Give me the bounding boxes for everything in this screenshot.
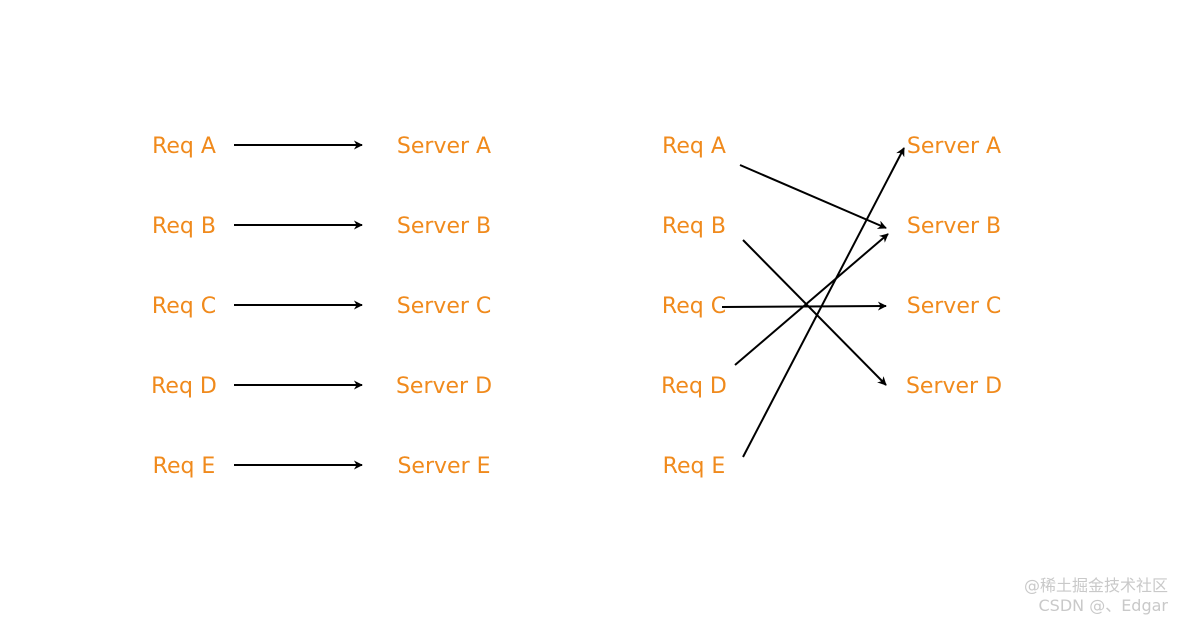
right-req-e-label: Req E: [663, 454, 726, 479]
right-arrow-req-e-to-server-a: [742, 147, 905, 458]
left-servers: Server A Server B Server C Server D Serv…: [396, 134, 492, 479]
watermark-juejin: @稀土掘金技术社区: [1023, 576, 1168, 595]
left-server-a-label: Server A: [397, 134, 491, 159]
watermark: @稀土掘金技术社区 CSDN @、Edgar: [1024, 576, 1168, 616]
left-req-a-label: Req A: [152, 134, 216, 159]
right-arrow-req-d-to-server-b: [734, 233, 889, 366]
left-server-d-label: Server D: [396, 374, 492, 399]
left-server-b-label: Server B: [397, 214, 491, 239]
right-req-b-label: Req B: [662, 214, 726, 239]
right-server-a-label: Server A: [907, 134, 1001, 159]
right-requests: Req A Req B Req C Req D Req E: [661, 134, 727, 479]
watermark-csdn: CSDN @、Edgar: [1038, 596, 1168, 615]
right-server-b-label: Server B: [907, 214, 1001, 239]
left-requests: Req A Req B Req C Req D Req E: [151, 134, 217, 479]
right-arrows: [721, 147, 905, 458]
right-arrow-req-b-to-server-d: [742, 239, 887, 386]
right-server-c-label: Server C: [907, 294, 1002, 319]
left-server-c-label: Server C: [397, 294, 492, 319]
left-server-e-label: Server E: [397, 454, 490, 479]
left-req-b-label: Req B: [152, 214, 216, 239]
left-req-c-label: Req C: [152, 294, 216, 319]
left-req-e-label: Req E: [153, 454, 216, 479]
right-req-a-label: Req A: [662, 134, 726, 159]
left-req-d-label: Req D: [151, 374, 217, 399]
right-req-c-label: Req C: [662, 294, 726, 319]
left-arrows: [234, 140, 363, 470]
right-req-d-label: Req D: [661, 374, 727, 399]
right-server-d-label: Server D: [906, 374, 1002, 399]
right-servers: Server A Server B Server C Server D: [906, 134, 1002, 399]
right-arrow-req-a-to-server-b: [739, 164, 887, 229]
